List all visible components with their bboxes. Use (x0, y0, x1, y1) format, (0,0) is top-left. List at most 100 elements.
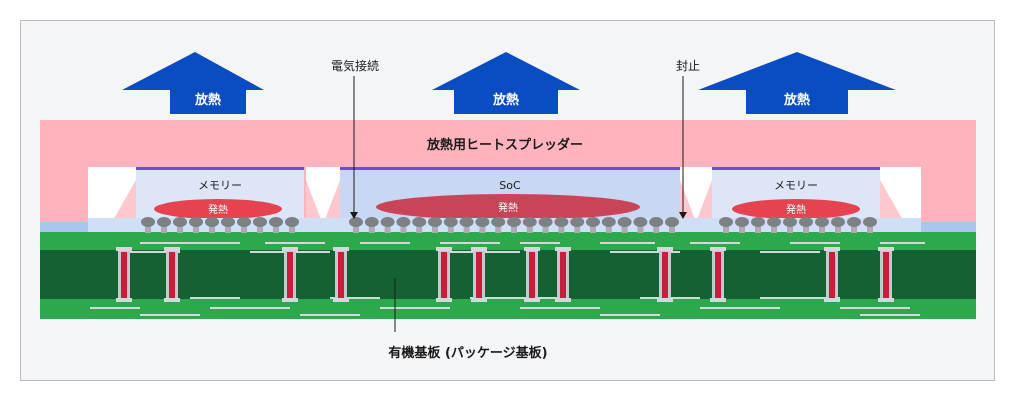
via-pad-top (524, 247, 540, 251)
bump-ball (507, 217, 521, 227)
via (710, 247, 726, 302)
bump-pillar (353, 224, 359, 233)
solder-bump (269, 217, 283, 233)
via-pad-bottom (471, 298, 487, 302)
heat-generation-label-right: 発熱 (786, 203, 806, 216)
substrate-bottom-layer (40, 299, 976, 319)
bump-ball (863, 217, 877, 227)
bump-ball (586, 217, 600, 227)
via-fill (529, 252, 535, 298)
bump-ball (285, 217, 299, 227)
solder-bump (570, 217, 585, 233)
solder-bump (443, 217, 458, 233)
bump-pillar (193, 224, 199, 233)
via (471, 247, 487, 302)
via-pad-bottom (524, 298, 540, 302)
bump-ball (221, 217, 235, 227)
bump-ball (237, 217, 251, 227)
solder-bump (783, 217, 797, 233)
heat-arrow-center (432, 52, 580, 114)
solder-bump (586, 217, 600, 233)
bump-ball (831, 217, 845, 227)
via-pad-bottom (282, 298, 298, 302)
solder-bump (412, 217, 427, 233)
bump-pillar (400, 224, 407, 233)
heat-arrow-right (698, 52, 896, 114)
solder-bump (221, 217, 235, 233)
via (333, 247, 349, 302)
bump-pillar (653, 224, 660, 233)
underfill-left-edge (40, 222, 88, 232)
bump-ball (617, 217, 632, 227)
via-pad-top (436, 247, 452, 251)
vias (116, 247, 894, 302)
bump-pillar (161, 224, 167, 233)
heat-arrow-left (122, 52, 264, 114)
solder-bump (428, 217, 442, 233)
solder-bump (831, 217, 845, 233)
solder-bump (522, 217, 537, 233)
solder-bump (799, 217, 813, 233)
bump-pillar (574, 224, 581, 233)
bump-ball (475, 217, 490, 227)
heat-label-center: 放熱 (492, 92, 519, 108)
via-pad-top (710, 247, 726, 251)
solder-bump (237, 217, 251, 233)
solder-bump (491, 217, 506, 233)
via-pad-bottom (164, 298, 180, 302)
bump-ball (349, 217, 363, 227)
bump-pillar (637, 224, 644, 233)
bump-ball (815, 217, 829, 227)
bump-ball (443, 217, 458, 227)
via-pad-top (282, 247, 298, 251)
via-pad-bottom (436, 298, 452, 302)
substrate-top-layer (40, 232, 976, 250)
bump-pillar (511, 224, 517, 233)
bump-ball (428, 217, 442, 227)
bump-ball (380, 217, 395, 227)
via-pad-top (878, 247, 894, 251)
bump-pillar (495, 224, 502, 233)
via-fill (883, 252, 889, 298)
solder-bump (189, 217, 203, 233)
via-fill (441, 252, 447, 298)
bump-ball (767, 217, 781, 227)
solder-bump (507, 217, 521, 233)
solder-bump (815, 217, 829, 233)
bump-pillar (479, 224, 486, 233)
bump-ball (412, 217, 427, 227)
bump-pillar (755, 224, 761, 233)
via-fill (287, 252, 293, 298)
solder-bump (665, 217, 679, 233)
via (824, 247, 840, 302)
solder-bump (601, 217, 616, 233)
bump-pillar (590, 224, 596, 233)
bump-pillar (257, 224, 263, 233)
via-pad-bottom (657, 298, 673, 302)
memory-label-right: メモリー (774, 179, 818, 192)
via (555, 247, 571, 302)
bump-pillar (384, 224, 391, 233)
solder-bump (173, 217, 187, 233)
heat-label-right: 放熱 (783, 92, 810, 108)
bump-ball (491, 217, 506, 227)
via-fill (662, 252, 668, 298)
solder-bump (205, 217, 219, 233)
electrical-connection-arrowhead (350, 212, 358, 219)
heat-label-left: 放熱 (194, 92, 221, 108)
bump-pillar (867, 224, 873, 233)
bump-ball (205, 217, 219, 227)
bump-ball (719, 217, 733, 227)
heat-generation-label-soc: 発熱 (498, 201, 518, 214)
bump-pillar (273, 224, 279, 233)
solder-bump (364, 217, 379, 233)
bump-pillar (605, 224, 612, 233)
via-fill (169, 252, 175, 298)
bump-ball (735, 217, 749, 227)
via-pad-bottom (116, 298, 132, 302)
bump-ball (633, 217, 648, 227)
substrate-core (40, 250, 976, 299)
bump-pillar (835, 224, 841, 233)
via-pad-bottom (333, 298, 349, 302)
